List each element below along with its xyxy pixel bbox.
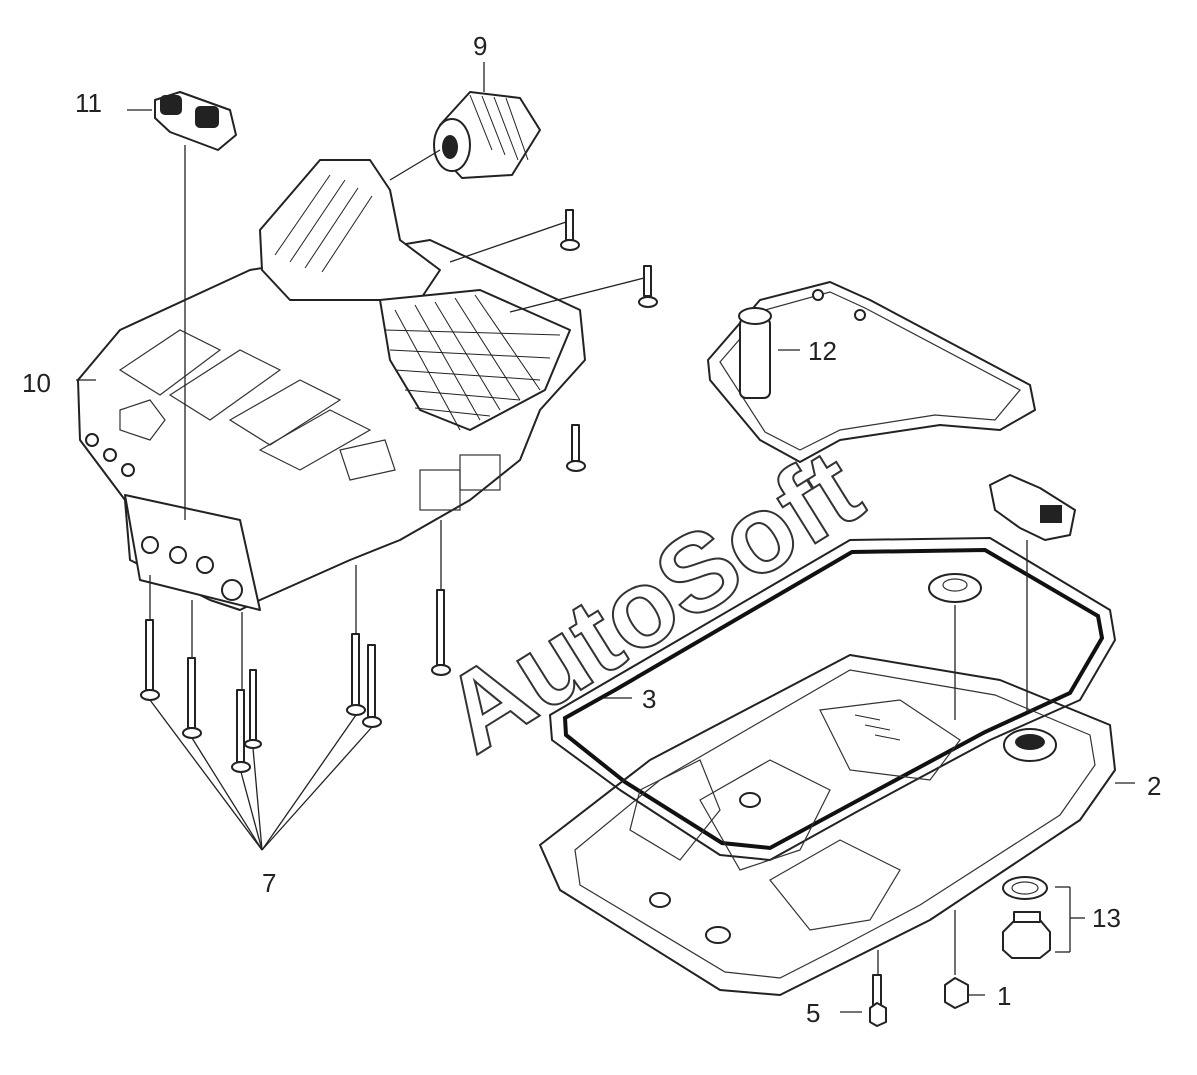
callout-10: 10 [22,368,51,398]
leader-lines [76,62,1135,1013]
callout-9: 9 [473,31,487,61]
sensor-connector-part [989,474,1076,541]
connector-plug-part [154,91,237,151]
oil-pan-part [539,654,1116,996]
callout-2: 2 [1147,771,1161,801]
long-bolts-part [140,589,451,773]
plug-and-seal-part [1002,876,1051,959]
sleeve-part [433,91,541,179]
gasket-part [549,537,1116,861]
small-bolt-part [869,974,887,1027]
drain-bolt-part [944,977,969,1009]
callout-1: 1 [997,981,1011,1011]
callout-12: 12 [808,336,837,366]
oil-filter-part [707,281,1036,463]
callout-3: 3 [642,684,656,714]
callout-11: 11 [75,88,102,118]
valve-body-bolts-upper [560,209,658,472]
valve-body-part [77,159,586,611]
callout-7: 7 [262,868,276,898]
plug-washer-top-part [928,573,982,603]
callout-5: 5 [806,998,820,1028]
callout-13: 13 [1092,903,1121,933]
